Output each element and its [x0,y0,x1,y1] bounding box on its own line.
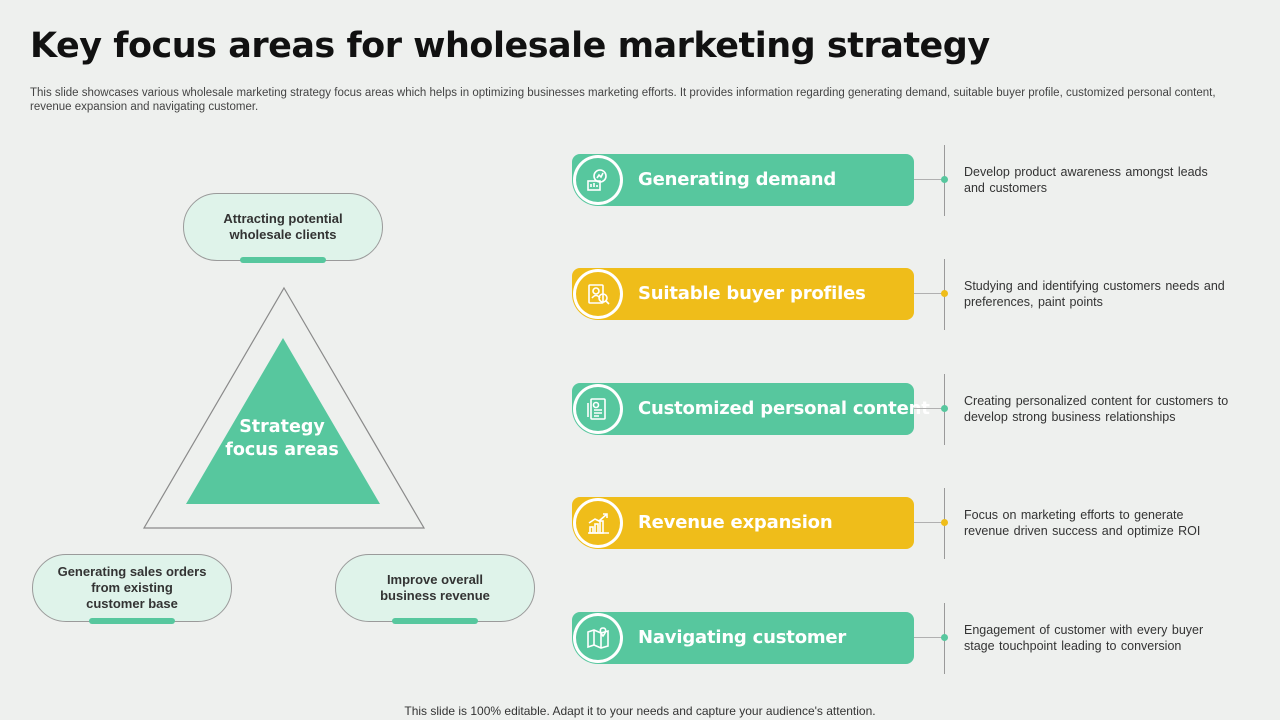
connector-dot [941,290,948,297]
pill-attracting-clients: Attracting potential wholesale clients [183,193,383,263]
pill-improve-revenue: Improve overall business revenue [335,554,535,624]
description-line: Focus on marketing efforts to generate [964,508,1184,522]
growth-chart-icon [576,501,620,545]
connector-dot [941,176,948,183]
description-line: preferences, paint points [964,295,1103,309]
focus-area-description: Develop product awareness amongst leads … [964,164,1246,196]
pill-accent-bar [392,618,478,624]
focus-area-band [572,497,914,549]
connector-line [914,522,944,523]
document-icon [576,387,620,431]
icon-badge [573,613,623,663]
focus-area-band [572,383,914,435]
icon-badge [573,384,623,434]
focus-area-band [572,154,914,206]
triangle-label-line: focus areas [225,440,339,460]
strategy-triangle [142,286,426,529]
description-line: Develop product awareness amongst leads [964,165,1208,179]
focus-area-label: Revenue expansion [638,512,833,533]
pill-text-line: Improve overall [386,572,484,587]
map-location-icon [576,616,620,660]
focus-area-band [572,268,914,320]
focus-area-description: Engagement of customer with every buyer … [964,622,1246,654]
pill-text-line: business revenue [380,588,490,603]
focus-area-label: Navigating customer [638,627,847,648]
connector-line [914,293,944,294]
description-line: Studying and identifying customers needs… [964,279,1225,293]
profile-search-icon [576,272,620,316]
focus-area-description: Studying and identifying customers needs… [964,278,1246,310]
pill-accent-bar [89,618,175,624]
page-subtitle: This slide showcases various wholesale m… [30,87,1216,113]
description-line: develop strong business relationships [964,410,1176,424]
description-line: and customers [964,181,1047,195]
description-line: revenue driven success and optimize ROI [964,524,1201,538]
focus-area-label: Generating demand [638,169,837,190]
triangle-center-label: Strategy focus areas [200,416,364,462]
focus-area-band [572,612,914,664]
connector-line [914,179,944,180]
footer-note: This slide is 100% editable. Adapt it to… [404,704,876,718]
connector-line [914,408,944,409]
pill-text-line: Generating sales orders [57,564,207,579]
pill-accent-bar [240,257,326,263]
sales-chart-icon [576,158,620,202]
pill-text-line: Attracting potential [223,211,343,226]
description-line: Engagement of customer with every buyer [964,623,1204,637]
focus-area-label: Customized personal content [638,398,930,419]
pill-text-line: wholesale clients [229,227,337,242]
pill-text-line: customer base [86,596,178,611]
icon-badge [573,155,623,205]
strategy-inner-triangle [186,338,380,504]
connector-dot [941,634,948,641]
icon-badge [573,269,623,319]
page-title: Key focus areas for wholesale marketing … [30,26,990,66]
focus-area-description: Creating personalized content for custom… [964,393,1246,425]
icon-badge [573,498,623,548]
focus-area-description: Focus on marketing efforts to generate r… [964,507,1246,539]
connector-line [914,637,944,638]
triangle-label-line: Strategy [239,417,325,437]
connector-dot [941,519,948,526]
pill-text-line: from existing [91,580,173,595]
connector-dot [941,405,948,412]
pill-generating-sales-orders: Generating sales orders from existing cu… [32,554,232,624]
description-line: Creating personalized content for custom… [964,394,1229,408]
focus-area-label: Suitable buyer profiles [638,283,866,304]
description-line: stage touchpoint leading to conversion [964,639,1182,653]
